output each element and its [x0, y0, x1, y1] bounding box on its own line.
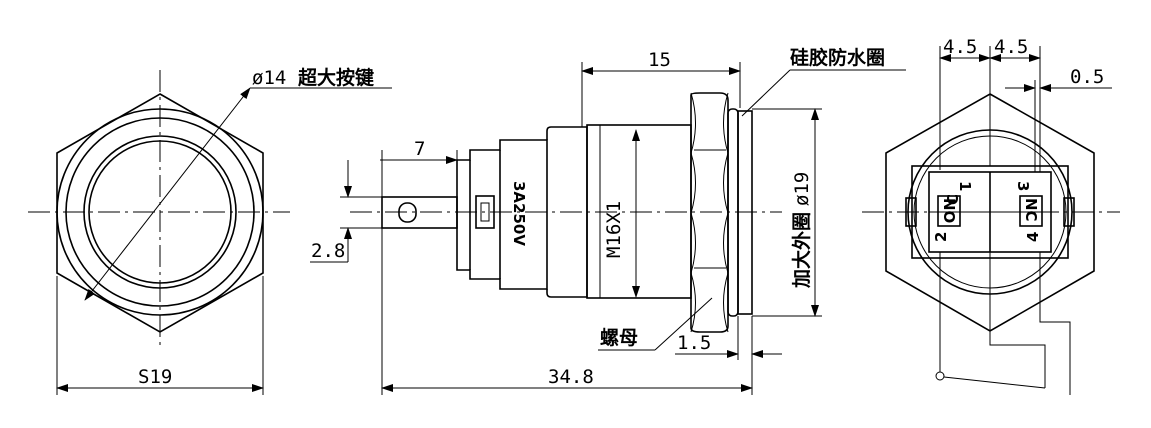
outer-diameter-value: ø19	[791, 172, 813, 206]
side-view: 3A250V M16X1 15 7 2.8	[310, 46, 906, 395]
nut-label: 螺母	[600, 327, 638, 349]
terminal-4: 4	[1024, 232, 1042, 242]
pin-thickness-label: 0.5	[1070, 66, 1104, 88]
hex-width-label: S19	[138, 366, 172, 388]
no-c-box	[937, 195, 961, 227]
front-view: ø14 超大按键 S19	[28, 66, 392, 395]
c-label: C	[944, 194, 962, 205]
nc-box	[1019, 195, 1043, 227]
diameter-note: 超大按键	[297, 66, 374, 89]
terminal-1: 1	[956, 181, 974, 191]
diameter-leader	[84, 87, 251, 301]
gap-label: 1.5	[677, 332, 711, 354]
length-7-label: 7	[414, 138, 425, 160]
terminal-2: 2	[932, 232, 950, 242]
terminal-3: 3	[1014, 181, 1032, 191]
no-label: NO	[940, 198, 958, 223]
rating-label: 3A250V	[510, 181, 528, 246]
contact-point	[935, 371, 945, 381]
diameter-label: ø14	[252, 67, 286, 89]
pitch-b-label: 4.5	[994, 36, 1028, 58]
pitch-a-label: 4.5	[943, 36, 977, 58]
thread-label: M16X1	[603, 201, 625, 258]
seal-label: 硅胶防水圈	[790, 46, 885, 69]
nc-label: NC	[1022, 198, 1040, 222]
total-length-label: 34.8	[548, 366, 594, 388]
thickness-label: 2.8	[311, 240, 345, 262]
rear-view: 1 2 3 4 NO C NC 4.5 4.5 0.5	[862, 36, 1120, 395]
outer-diameter-note: 加大外圈	[790, 212, 813, 289]
length-15-label: 15	[648, 49, 671, 71]
